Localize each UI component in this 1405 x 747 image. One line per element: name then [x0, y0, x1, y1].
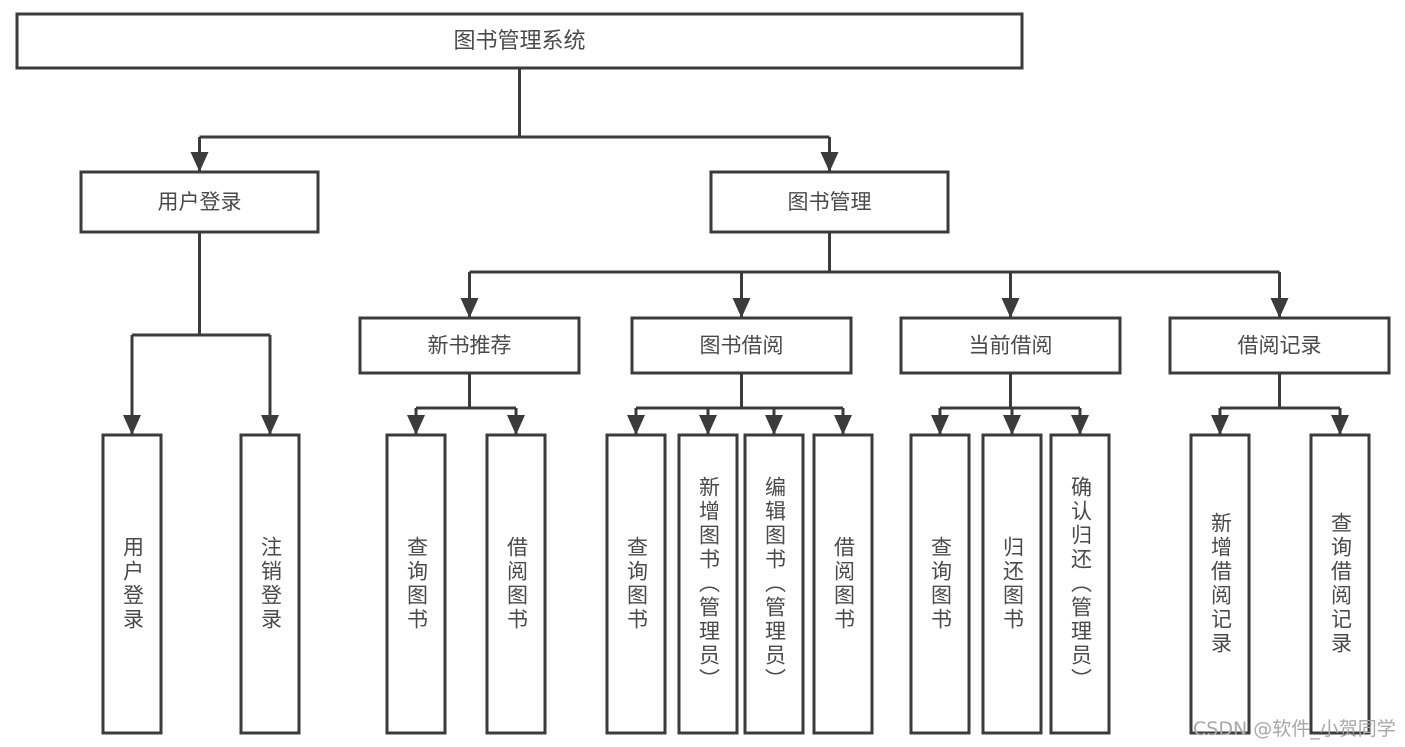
node-box-leaf-user-login[interactable] [101, 433, 163, 735]
node-box-leaf-query-record[interactable] [1309, 433, 1371, 735]
arrow-head-icon [699, 415, 717, 435]
node-box-leaf-add-book[interactable] [677, 433, 739, 735]
arrow-head-icon [1003, 415, 1021, 435]
node-box-leaf-add-record[interactable] [1189, 433, 1251, 735]
node-label-user-login: 用户登录 [158, 190, 242, 214]
arrow-head-icon [1331, 415, 1349, 435]
node-label-book-manage: 图书管理 [788, 190, 872, 214]
node-box-leaf-confirm-return[interactable] [1049, 433, 1111, 735]
arrow-head-icon [931, 415, 949, 435]
arrow-head-icon [1211, 415, 1229, 435]
arrow-head-icon [834, 415, 852, 435]
node-box-leaf-query-book-1[interactable] [385, 433, 447, 735]
connector-lines-group [123, 68, 1349, 435]
node-box-current-borrow[interactable] [899, 316, 1122, 375]
node-box-leaf-query-book-2[interactable] [605, 433, 667, 735]
node-box-book-manage[interactable] [709, 170, 950, 234]
node-label-book-borrow: 图书借阅 [700, 334, 784, 358]
node-box-leaf-edit-book[interactable] [743, 433, 805, 735]
arrow-head-icon [407, 415, 425, 435]
node-box-user-login[interactable] [79, 170, 320, 234]
node-box-leaf-borrow-book-1[interactable] [485, 433, 547, 735]
node-box-leaf-borrow-book-2[interactable] [812, 433, 874, 735]
arrow-head-icon [765, 415, 783, 435]
arrow-head-icon [820, 152, 839, 172]
arrow-head-icon [460, 298, 479, 318]
arrow-head-icon [1270, 298, 1289, 318]
arrow-head-icon [1071, 415, 1089, 435]
csdn-watermark: CSDN @软件_小贺同学 [1193, 718, 1396, 740]
node-box-leaf-query-book-3[interactable] [909, 433, 971, 735]
node-label-current-borrow: 当前借阅 [969, 334, 1053, 358]
arrow-head-icon [627, 415, 645, 435]
node-box-root[interactable] [15, 12, 1024, 70]
arrow-head-icon [190, 152, 209, 172]
node-box-leaf-return-book[interactable] [981, 433, 1043, 735]
node-label-borrow-record: 借阅记录 [1238, 334, 1322, 358]
arrow-head-icon [507, 415, 525, 435]
arrow-head-icon [732, 298, 751, 318]
arrow-head-icon [123, 415, 141, 435]
arrow-head-icon [261, 415, 279, 435]
arrow-head-icon [1001, 298, 1020, 318]
node-boxes-group [15, 12, 1391, 735]
node-box-leaf-logout[interactable] [239, 433, 301, 735]
node-box-book-borrow[interactable] [630, 316, 853, 375]
node-box-borrow-record[interactable] [1168, 316, 1391, 375]
node-label-root: 图书管理系统 [453, 29, 585, 54]
node-box-new-book-rec[interactable] [358, 316, 581, 375]
node-label-new-book-rec: 新书推荐 [428, 334, 512, 358]
